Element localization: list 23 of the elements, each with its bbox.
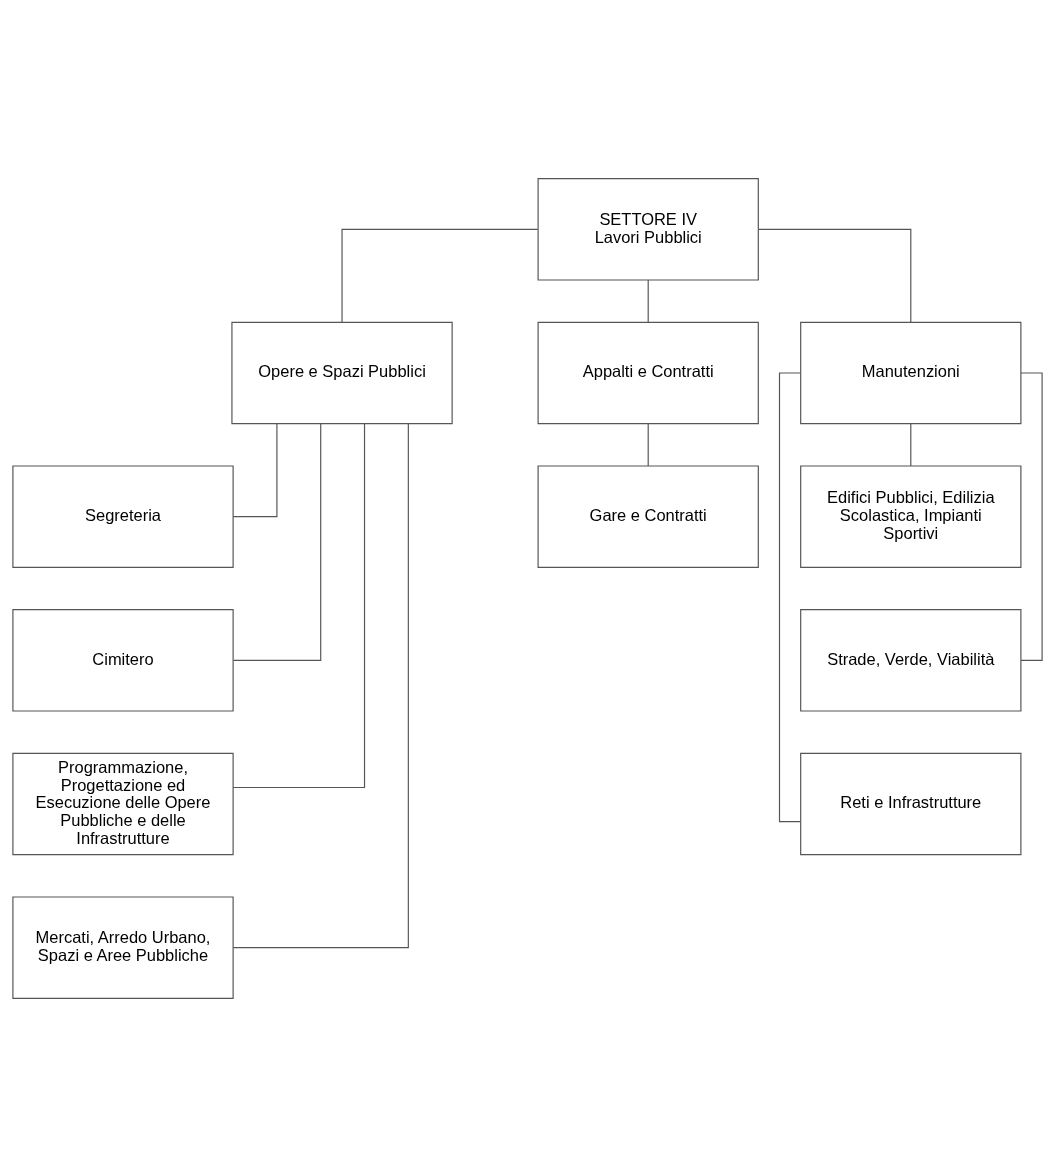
node-box: Segreteria	[12, 464, 234, 568]
node-box: Mercati, Arredo Urbano, Spazi e Aree Pubbliche	[12, 895, 234, 999]
node-box: Reti e Infrastrutture	[800, 752, 1022, 855]
connector	[232, 422, 409, 948]
node-box: Opere e Spazi Pubblici	[231, 321, 453, 424]
connector	[232, 422, 366, 788]
connector	[910, 422, 912, 467]
connector	[232, 422, 322, 661]
connector	[1020, 371, 1043, 661]
node-box: Strade, Verde, Viabilità	[800, 608, 1022, 712]
node-box: Manutenzioni	[800, 321, 1022, 424]
node-box: Gare e Contratti	[537, 464, 759, 568]
connector	[341, 228, 539, 323]
node-box: Appalti e Contratti	[537, 321, 759, 424]
connector	[647, 278, 649, 323]
node-box: Cimitero	[12, 608, 234, 712]
connector	[757, 228, 912, 323]
connector	[232, 422, 278, 517]
connector	[647, 422, 649, 467]
node-box: Edifici Pubblici, Edilizia Scolastica, Impianti Sportivi	[800, 464, 1022, 568]
connector	[778, 371, 802, 822]
node-box: SETTORE IV Lavori Pubblici	[537, 177, 759, 281]
node-box: Programmazione, Progettazione ed Esecuzione delle Opere Pubbliche e delle Infrastrutture	[12, 752, 234, 855]
